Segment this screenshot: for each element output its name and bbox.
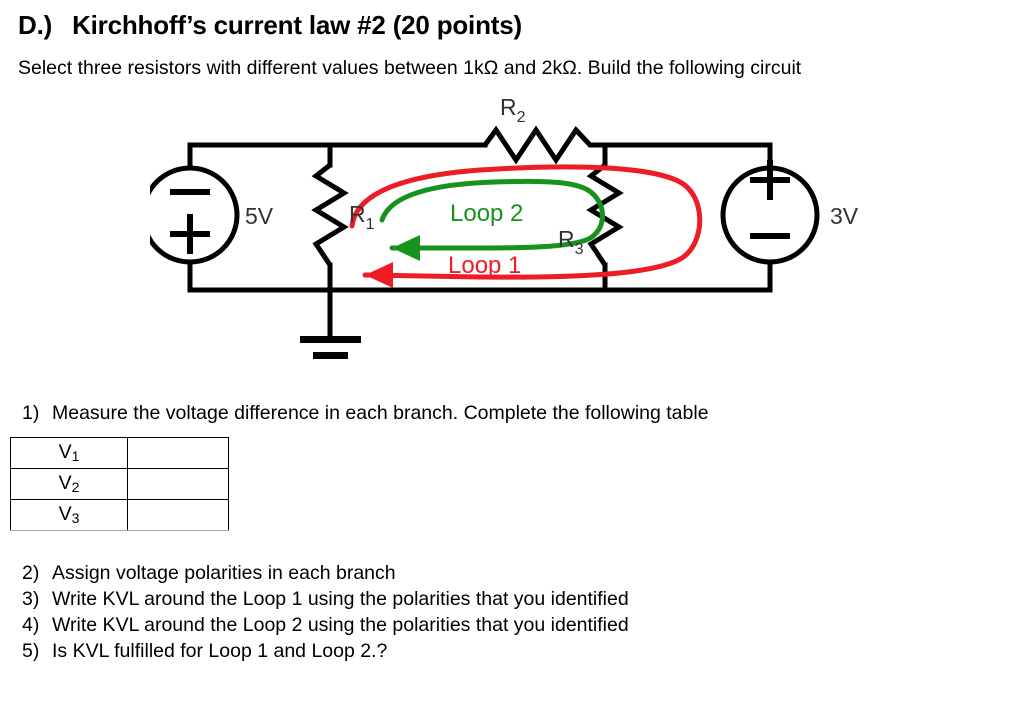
question-4: 4) Write KVL around the Loop 2 using the …: [22, 612, 629, 638]
question-1-text: Measure the voltage difference in each b…: [52, 402, 709, 424]
table-row-label-sub: 3: [71, 510, 80, 527]
question-5: 5) Is KVL fulfilled for Loop 1 and Loop 2…: [22, 638, 629, 664]
question-2-number: 2): [22, 562, 40, 584]
label-source-left: 5V: [245, 203, 274, 229]
table-row-label: V3: [10, 499, 128, 531]
page-title-text: Kirchhoff’s current law #2 (20 points): [72, 10, 522, 40]
loop1-arrowhead: [365, 262, 393, 288]
voltage-source-right-symbol: [720, 160, 820, 265]
voltage-source-left-symbol: [150, 165, 240, 265]
page-title-letter: D.): [18, 10, 53, 40]
question-1: 1) Measure the voltage difference in each…: [22, 400, 709, 426]
label-r2: R2: [500, 94, 526, 126]
intro-paragraph: Select three resistors with different va…: [18, 57, 802, 79]
ground-symbol: [300, 336, 361, 359]
question-3-number: 3): [22, 588, 40, 610]
table-row-label: V2: [10, 468, 128, 500]
circuit-diagram: R2 R1 R3 5V 3V Loop 2 Loop 1: [150, 90, 880, 380]
label-loop1: Loop 1: [448, 252, 521, 279]
question-list: 2) Assign voltage polarities in each bran…: [22, 560, 629, 664]
label-source-right: 3V: [830, 203, 859, 229]
question-4-number: 4): [22, 614, 40, 636]
table-row-label-sub: 1: [71, 448, 80, 465]
question-5-text: Is KVL fulfilled for Loop 1 and Loop 2.?: [52, 640, 388, 662]
table-row: V3: [10, 499, 229, 531]
loop2-arrowhead: [392, 235, 420, 261]
resistor-r3-symbol: [586, 163, 624, 267]
label-loop2: Loop 2: [450, 200, 523, 227]
table-row: V1: [10, 437, 229, 469]
table-row-label-sub: 2: [71, 479, 80, 496]
question-3: 3) Write KVL around the Loop 1 using the …: [22, 586, 629, 612]
table-row-value[interactable]: [127, 499, 229, 531]
question-3-text: Write KVL around the Loop 1 using the po…: [52, 588, 629, 610]
resistor-r1-symbol: [311, 163, 349, 267]
table-row-value[interactable]: [127, 437, 229, 469]
table-row-label: V1: [10, 437, 128, 469]
question-2-text: Assign voltage polarities in each branch: [52, 562, 396, 584]
table-row: V2: [10, 468, 229, 500]
page-title: D.) Kirchhoff’s current law #2 (20 points…: [18, 10, 522, 41]
resistor-r2-symbol: [482, 125, 605, 165]
circuit-wires: [187, 142, 773, 341]
question-5-number: 5): [22, 640, 40, 662]
loop1-arrow: [349, 164, 703, 280]
loop2-arrow: [379, 178, 605, 251]
question-2: 2) Assign voltage polarities in each bran…: [22, 560, 629, 586]
table-row-value[interactable]: [127, 468, 229, 500]
question-4-text: Write KVL around the Loop 2 using the po…: [52, 614, 629, 636]
label-r3: R3: [558, 226, 584, 258]
question-1-number: 1): [22, 402, 40, 424]
voltage-table: V1 V2 V3: [10, 437, 229, 531]
